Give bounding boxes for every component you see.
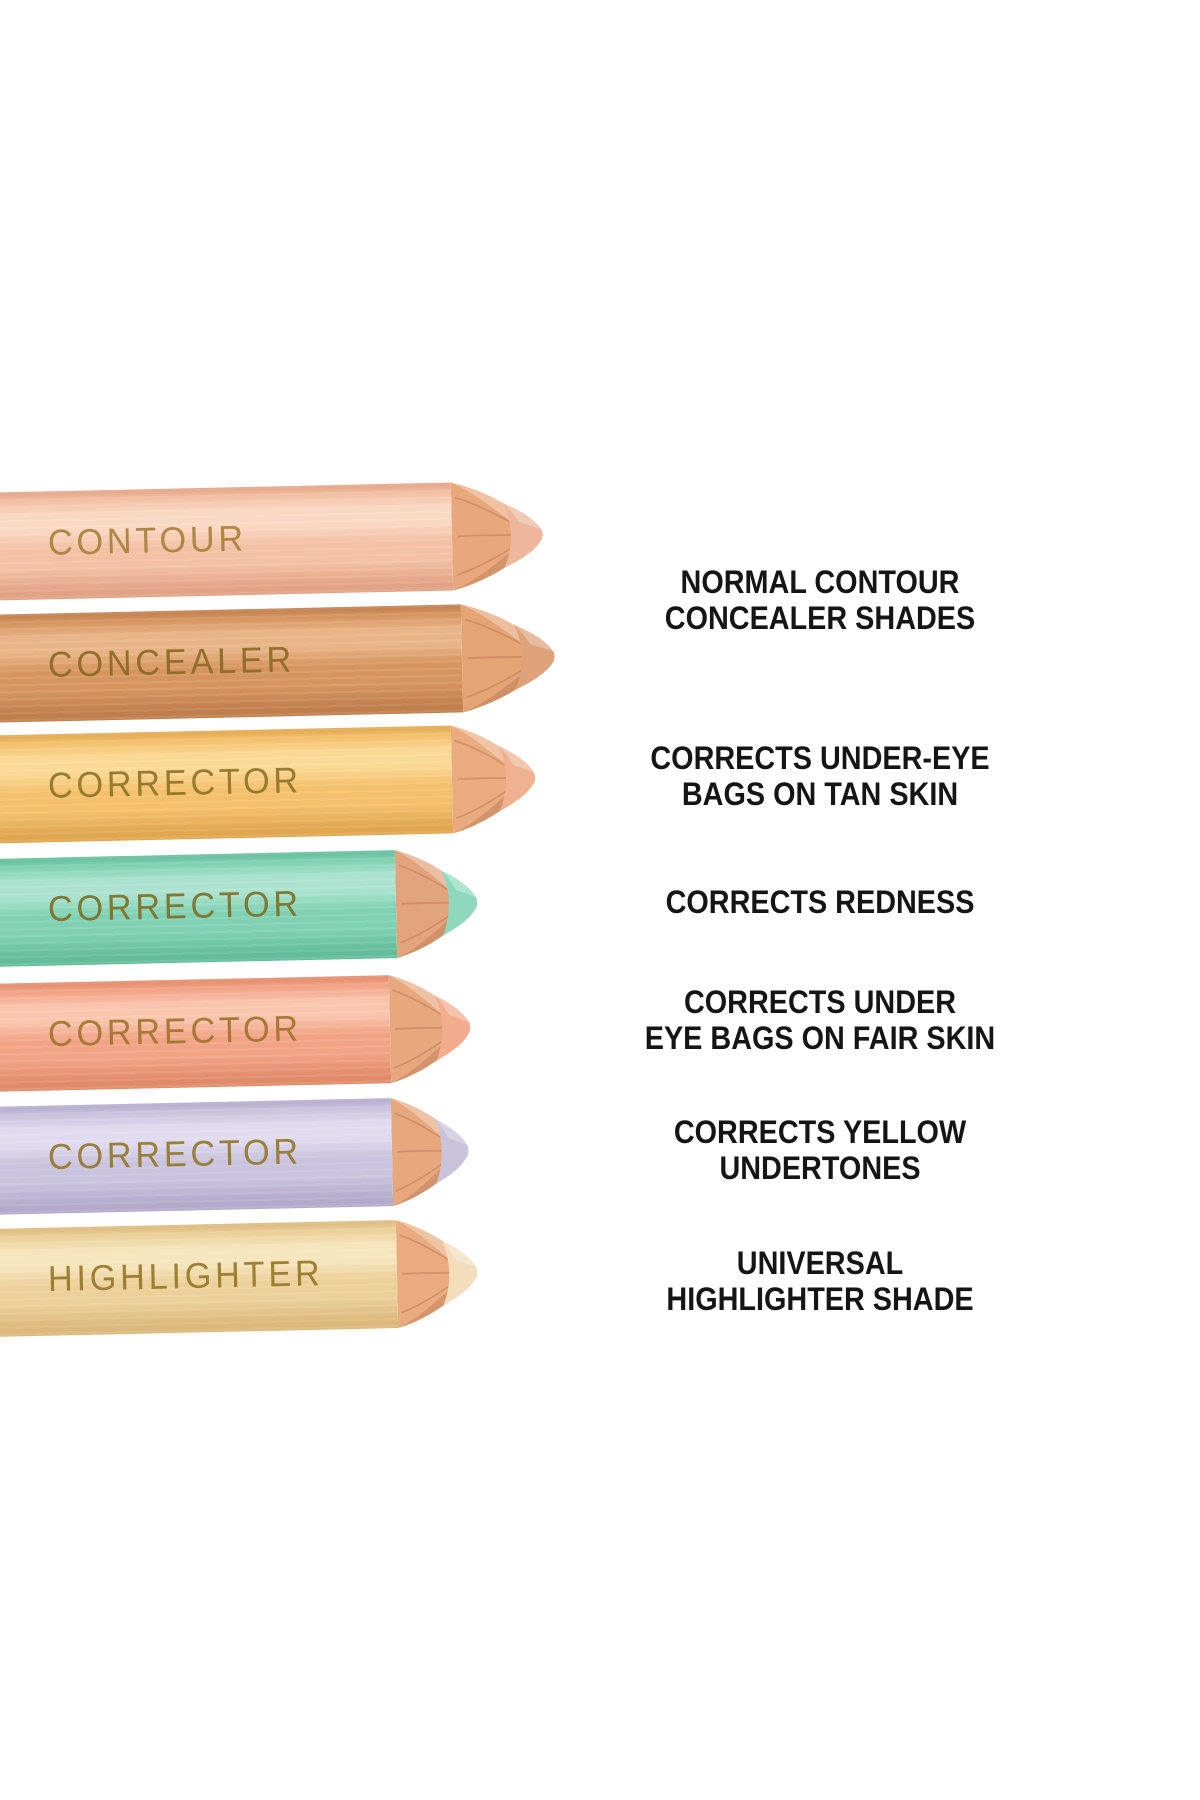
annotation-line: EYE BAGS ON FAIR SKIN [644, 1020, 996, 1056]
pencil-wood-cone [394, 850, 477, 959]
pencil-wood-cone [395, 1220, 477, 1329]
annotation-text: CORRECTS REDNESS [552, 884, 1088, 920]
pencil-core-tip [442, 1240, 478, 1306]
annotation-line: UNIVERSAL [736, 1245, 904, 1281]
pencil-row: CONCEALER [0, 604, 560, 723]
pencil: CORRECTOR [0, 1096, 474, 1215]
pencil-core-tip [514, 624, 555, 690]
pencil-tip [450, 482, 543, 591]
pencil-tip [460, 604, 555, 713]
pencil-shade-label: CORRECTOR [47, 1007, 303, 1055]
pencil-body: CONCEALER [0, 604, 464, 723]
pencil-row: HIGHLIGHTER [0, 1220, 482, 1337]
pencil-body: CONTOUR [0, 482, 454, 601]
pencil-row: CORRECTOR [0, 850, 482, 967]
pencil-tip [450, 725, 536, 834]
pencil-shade-label: HIGHLIGHTER [47, 1252, 324, 1300]
pencil-body: CORRECTOR [0, 975, 392, 1092]
annotation-line: BAGS ON TAN SKIN [681, 776, 959, 812]
pencil-row: CORRECTOR [0, 725, 540, 844]
pencil-wood-cone [390, 1098, 469, 1207]
pencil-wood-cone [450, 725, 535, 834]
pencil-body: CORRECTOR [0, 850, 398, 967]
pencil-row: CORRECTOR [0, 1098, 473, 1215]
pencil: CONCEALER [0, 602, 561, 723]
annotation-line: CORRECTS REDNESS [665, 884, 975, 920]
pencil-tip [390, 1098, 469, 1207]
pencil-tip [395, 1220, 478, 1329]
annotation-line: CORRECTS UNDER-EYE [650, 740, 990, 776]
annotation-line: HIGHLIGHTER SHADE [666, 1281, 974, 1317]
pencil-shade-label: CORRECTOR [47, 759, 303, 806]
pencil-wood-cone [460, 604, 555, 713]
pencil-shade-label: CORRECTOR [47, 882, 303, 930]
pencil-tip [388, 975, 471, 1084]
pencil: CORRECTOR [0, 724, 541, 844]
pencil-core-tip [503, 502, 543, 568]
pencil-shade-label: CONCEALER [47, 638, 296, 685]
annotation-line: UNDERTONES [719, 1150, 921, 1186]
pencil-core-tip [434, 1118, 469, 1184]
pencil-body: CORRECTOR [0, 1098, 394, 1215]
pencil-tip [394, 850, 478, 959]
pencil-wood-cone [388, 975, 470, 1084]
annotation-line: CORRECTS YELLOW [673, 1114, 967, 1150]
pencil: CORRECTOR [0, 973, 476, 1092]
pencil-core-tip [441, 870, 478, 936]
pencil-body: HIGHLIGHTER [0, 1220, 399, 1337]
pencil-shade-label: CORRECTOR [47, 1130, 303, 1178]
pencil-row: CONTOUR [0, 482, 548, 601]
pencil-body: CORRECTOR [0, 725, 454, 844]
pencil: CONTOUR [0, 480, 549, 601]
pencil-row: CORRECTOR [0, 975, 475, 1092]
annotation-line: CONCEALER SHADES [664, 600, 976, 636]
pencil-shade-label: CONTOUR [47, 517, 248, 563]
pencil: HIGHLIGHTER [0, 1218, 483, 1337]
pencil-wood-cone [450, 482, 543, 591]
pencil-core-tip [498, 746, 536, 811]
annotation-line: NORMAL CONTOUR [680, 564, 960, 600]
annotation-line: CORRECTS UNDER [683, 984, 956, 1020]
pencil-core-tip [435, 995, 471, 1061]
pencil: CORRECTOR [0, 848, 483, 967]
